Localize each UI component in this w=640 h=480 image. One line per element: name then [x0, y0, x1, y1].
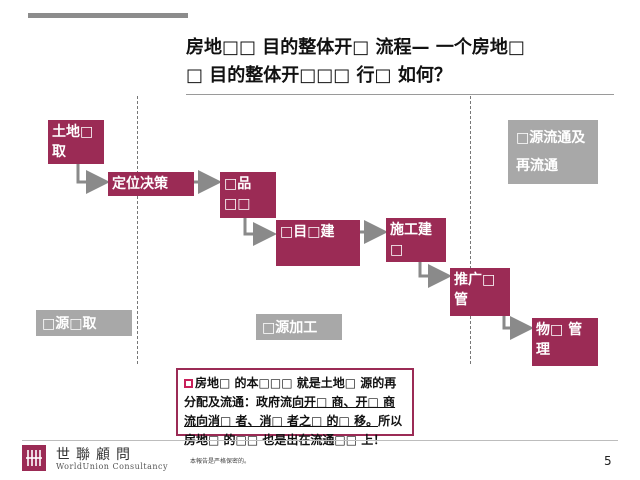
step-construction: 施工建□: [386, 218, 446, 262]
arrow-product-to-project: [243, 218, 277, 246]
logo-english-name: WorldUnion Consultancy: [56, 462, 169, 471]
title-line-1: 房地□□ 目的整体开□ 流程— 一个房地□: [186, 37, 525, 58]
step-promotion-sales: 推广□管: [450, 268, 510, 316]
phase-divider-2: [470, 96, 471, 364]
top-accent-bar: [28, 13, 188, 18]
title-line-2: □ 目的整体开□□□ 行□ 如何？: [186, 65, 452, 86]
logo-chinese-name: 世聯顧問: [56, 447, 136, 463]
summary-note: 房地□ 的本□□□ 就是土地□ 源的再分配及流通：政府流向开□ 商、开□ 商流向…: [176, 368, 414, 447]
step-product-design: □品□□: [220, 172, 276, 218]
phase-resource-processing: □源加工: [256, 314, 342, 340]
arrow-promotion-to-property: [502, 316, 534, 340]
note-text-part2: 向开□ 商、开□ 商流向消□ 者、消□ 者之□ 的□ 移。: [184, 395, 396, 428]
phase-resource-acquisition: □源□取: [36, 310, 132, 336]
step-project-development: □目□建: [276, 220, 360, 266]
note-text-part1: 房地□ 的本□□□ 就是土地□ 源的再分配及流通：政府流: [184, 376, 397, 409]
footer-divider: [22, 440, 618, 441]
bullet-square-icon: [184, 379, 193, 388]
arrow-land-to-positioning: [76, 163, 110, 194]
page-title: 房地□□ 目的整体开□ 流程— 一个房地□ □ 目的整体开□□□ 行□ 如何？: [186, 34, 616, 90]
confidential-footnote: 本報告是严格保密的。: [190, 458, 251, 465]
worldunion-logo-icon: [22, 445, 46, 471]
title-divider: [186, 94, 614, 95]
step-land-acquisition: 土地□取: [48, 120, 104, 164]
step-property-management: 物□ 管理: [532, 318, 598, 366]
phase-divider-1: [137, 96, 138, 364]
phase-resource-circulation: □源流通及再流通: [508, 120, 598, 184]
arrow-construction-to-promotion: [418, 262, 452, 288]
step-positioning-decision: 定位决策: [108, 172, 194, 196]
page-number: 5: [604, 454, 612, 468]
